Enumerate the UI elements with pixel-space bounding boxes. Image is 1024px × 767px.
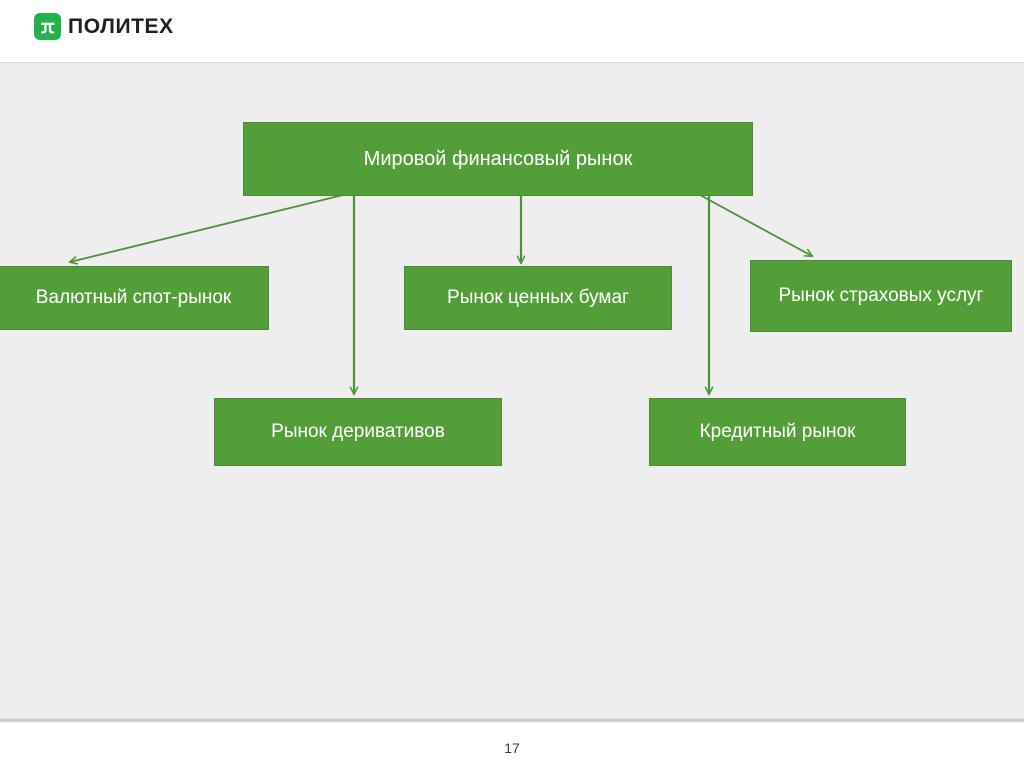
pi-logo-icon xyxy=(34,13,61,40)
diagram-node-insurance-services-market[interactable]: Рынок страховых услуг xyxy=(750,260,1012,332)
page-number: 17 xyxy=(504,740,520,756)
connector-root-to-insurance xyxy=(699,194,812,256)
connector-root-to-spot xyxy=(70,194,344,262)
diagram-node-currency-spot-market[interactable]: Валютный спот-рынок xyxy=(0,266,269,330)
header-divider xyxy=(0,62,1024,65)
slide-canvas: Мировой финансовый рынок Валютный спот-р… xyxy=(0,64,1024,722)
financial-market-diagram: Мировой финансовый рынок Валютный спот-р… xyxy=(0,64,1024,722)
page-header: ПОЛИТЕХ xyxy=(0,0,1024,62)
slide-bottom-divider xyxy=(0,718,1024,723)
diagram-node-credit-market[interactable]: Кредитный рынок xyxy=(649,398,906,466)
brand-name: ПОЛИТЕХ xyxy=(68,15,174,38)
diagram-node-securities-market[interactable]: Рынок ценных бумаг xyxy=(404,266,672,330)
diagram-node-derivatives-market[interactable]: Рынок деривативов xyxy=(214,398,502,466)
diagram-node-root[interactable]: Мировой финансовый рынок xyxy=(243,122,753,196)
page-footer: 17 xyxy=(0,723,1024,767)
brand-logo[interactable]: ПОЛИТЕХ xyxy=(34,13,174,40)
